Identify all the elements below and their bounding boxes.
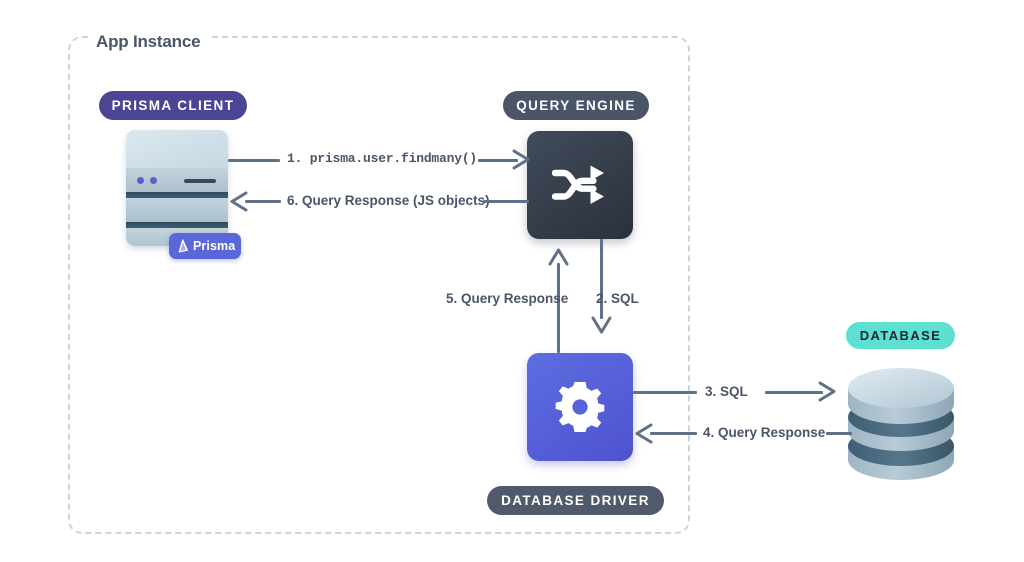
gear-icon	[555, 382, 605, 432]
database-driver-node	[527, 353, 633, 461]
prisma-logo-label: Prisma	[193, 239, 236, 253]
stack-led-dot-1	[137, 177, 144, 184]
prisma-triangle-icon	[178, 238, 188, 253]
app-instance-title: App Instance	[92, 31, 209, 53]
edge-3-line-right	[765, 391, 823, 394]
badge-query-engine: QUERY ENGINE	[503, 91, 649, 120]
stack-row-2	[126, 198, 228, 222]
prisma-logo-badge: Prisma	[169, 233, 241, 259]
stack-led-dot-2	[150, 177, 157, 184]
stack-separator-1	[126, 192, 228, 199]
edge-3-line-left	[633, 391, 697, 394]
stack-top-panel	[126, 130, 228, 168]
edge-5-arrowhead	[548, 248, 569, 266]
badge-database-driver-label: DATABASE DRIVER	[501, 493, 650, 508]
edge-6-arrowhead	[230, 191, 248, 212]
edge-6-line-right	[483, 200, 529, 203]
badge-prisma-client: PRISMA CLIENT	[99, 91, 247, 120]
stack-separator-2	[126, 222, 228, 229]
app-instance-container	[68, 36, 690, 534]
edge-3-arrowhead	[818, 381, 836, 402]
server-stack-icon	[126, 130, 228, 246]
edge-5-line	[557, 263, 560, 353]
edge-1-line-right	[478, 159, 518, 162]
edge-1-arrowhead	[512, 149, 530, 170]
badge-database: DATABASE	[846, 322, 955, 349]
edge-1-line-left	[228, 159, 280, 162]
edge-4-line-left	[650, 432, 697, 435]
badge-prisma-client-label: PRISMA CLIENT	[111, 98, 235, 113]
edge-5-label: 5. Query Response	[446, 291, 569, 306]
badge-query-engine-label: QUERY ENGINE	[516, 98, 636, 113]
badge-database-driver: DATABASE DRIVER	[487, 486, 664, 515]
edge-2-label: 2. SQL	[596, 291, 639, 306]
shuffle-icon	[552, 165, 604, 204]
edge-6-label: 6. Query Response (JS objects)	[287, 193, 490, 208]
edge-4-arrowhead	[635, 423, 653, 444]
edge-4-line-right	[826, 432, 852, 435]
edge-2-line	[600, 239, 603, 319]
database-cylinder-icon	[845, 362, 957, 484]
edge-4-label: 4. Query Response	[703, 425, 826, 440]
query-engine-node	[527, 131, 633, 239]
stack-slot-dash	[184, 179, 216, 183]
edge-3-label: 3. SQL	[705, 384, 748, 399]
edge-2-arrowhead	[591, 316, 612, 334]
edge-6-line-left	[245, 200, 281, 203]
edge-1-label: 1. prisma.user.findmany()	[287, 151, 478, 166]
badge-database-label: DATABASE	[859, 328, 942, 343]
